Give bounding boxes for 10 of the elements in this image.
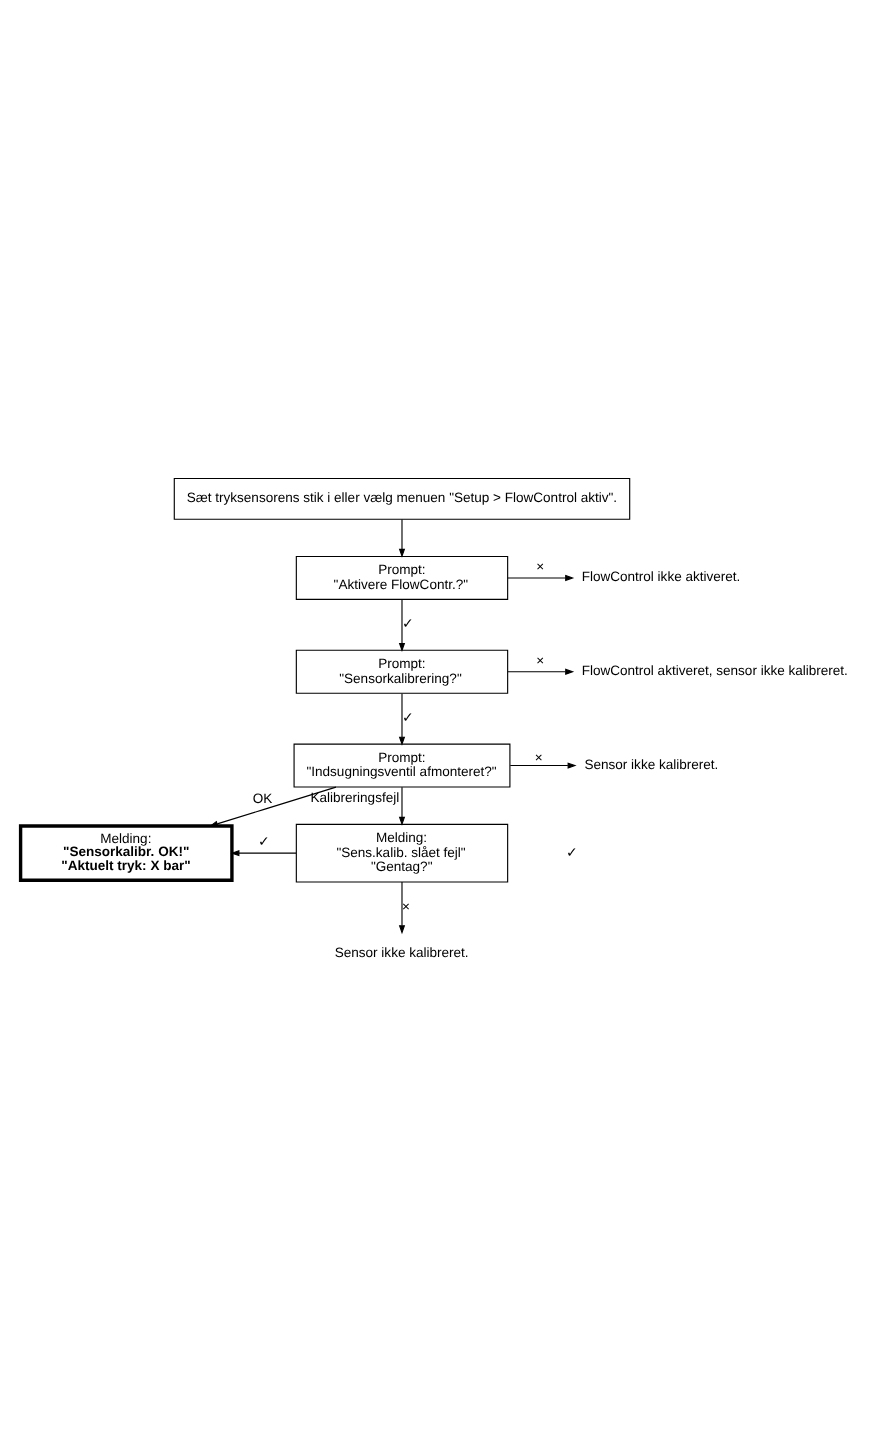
arrow — [398, 881, 406, 935]
arrow — [230, 849, 297, 857]
arrow — [507, 668, 575, 675]
arrow — [398, 599, 406, 652]
arrow — [398, 518, 406, 558]
arrow — [507, 574, 575, 582]
arrow — [509, 762, 577, 769]
arrow — [208, 786, 337, 827]
arrow — [398, 693, 406, 746]
arrow — [398, 786, 406, 826]
